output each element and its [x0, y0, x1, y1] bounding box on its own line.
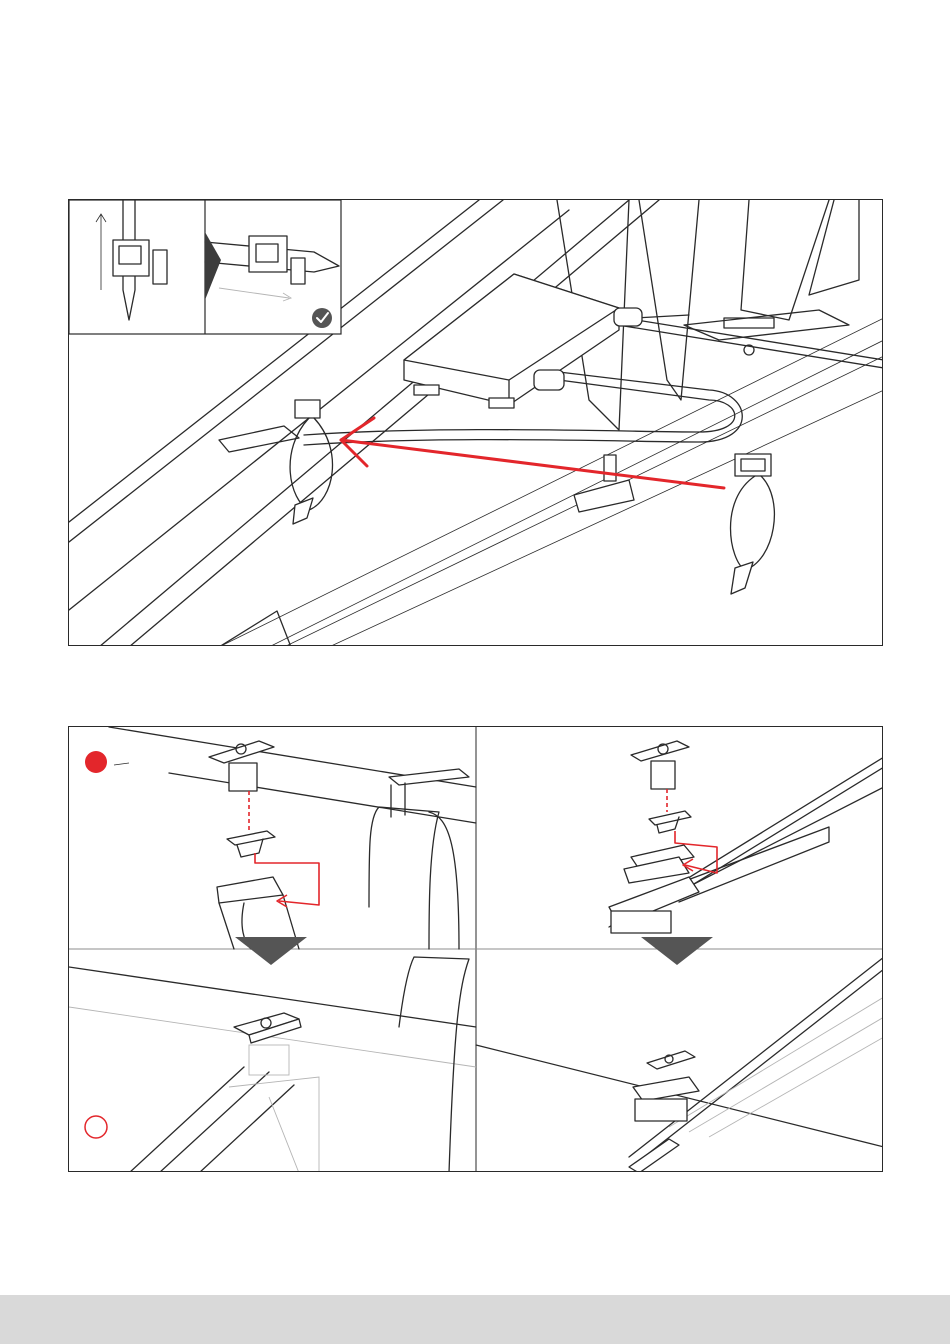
loose-cable-tie [731, 454, 775, 594]
instruction-inset [69, 200, 341, 334]
cable-tie-illustration [69, 200, 883, 646]
step-marker-outline [85, 1116, 107, 1138]
clip-mounting-illustration [69, 727, 883, 1172]
check-icon [312, 308, 332, 328]
lower-bracket [219, 611, 291, 646]
quadrant-top-right [609, 741, 883, 965]
junction-box [404, 274, 642, 408]
cable-clamp [574, 455, 634, 512]
move-direction-arrow [341, 418, 724, 488]
step-marker-filled [85, 751, 107, 773]
quadrant-bottom-left [69, 957, 476, 1172]
installed-cable-tie [290, 400, 332, 524]
quadrant-top-left [85, 727, 476, 965]
clip-mounting-figure [68, 726, 883, 1172]
triangle-down-icon [235, 937, 307, 965]
page-footer-bar [0, 1295, 950, 1344]
cable-tie-figure [68, 199, 883, 646]
quadrant-bottom-right [476, 957, 883, 1172]
triangle-down-icon [641, 937, 713, 965]
